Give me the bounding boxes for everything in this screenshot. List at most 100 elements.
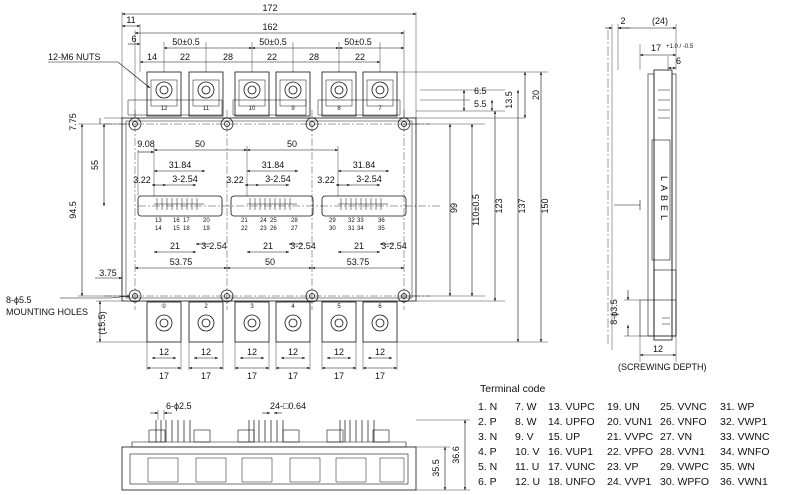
terminal-code-entry: 30. WPFO bbox=[660, 476, 710, 488]
screwing-depth-label: (SCREWING DEPTH) bbox=[618, 362, 707, 372]
pin-number: 33 bbox=[357, 218, 364, 224]
top-terminal-numbers: 12 11 10 9 8 7 bbox=[161, 106, 383, 112]
terminal-code-entry: 8. W bbox=[515, 416, 537, 428]
dim-3-2.54: 3-2.54 bbox=[172, 174, 198, 184]
pin-number: 16 bbox=[173, 218, 180, 224]
terminal-number: 9 bbox=[291, 106, 295, 112]
dim-3.22: 3.22 bbox=[133, 175, 151, 185]
terminal-code-entry: 16. VUP1 bbox=[548, 446, 593, 458]
terminal-code-title: Terminal code bbox=[480, 383, 546, 395]
terminal-number: 8 bbox=[337, 106, 341, 112]
dim-21: 21 bbox=[263, 241, 273, 251]
terminal-code-entry: 33. VWNC bbox=[720, 431, 770, 443]
dim-22: 22 bbox=[180, 52, 190, 62]
pin-number: 24 bbox=[260, 218, 267, 224]
dim-28: 28 bbox=[223, 52, 233, 62]
dim-50: 50 bbox=[287, 139, 297, 149]
terminal-code-entry: 22. VPFO bbox=[607, 446, 654, 458]
top-dimension-labels: 172 162 11 6 50±0.5 50±0.5 50±0.5 14 22 … bbox=[6, 3, 550, 381]
mounting-holes-label: MOUNTING HOLES bbox=[6, 307, 88, 317]
dim-7.75: 7.75 bbox=[68, 113, 78, 131]
side-dimensions bbox=[605, 24, 677, 362]
dim-53.75: 53.75 bbox=[170, 257, 193, 267]
dim-55: 55 bbox=[90, 160, 100, 170]
pin-number: 20 bbox=[203, 218, 210, 224]
dim-11: 11 bbox=[126, 15, 135, 25]
pin-number: 23 bbox=[260, 226, 267, 232]
dim-94.5: 94.5 bbox=[68, 201, 78, 219]
side-dimension-labels: 2 (24) 17 +1.0 / -0.5 6 12 8-ϕ3.5 (SCREW… bbox=[609, 16, 707, 372]
terminal-code-entry: 23. VP bbox=[607, 461, 639, 473]
terminal-code-entry: 1. N bbox=[478, 401, 498, 413]
terminal-number: 12 bbox=[161, 106, 168, 112]
pin-number: 19 bbox=[203, 226, 210, 232]
terminal-code-entry: 25. VVNC bbox=[660, 401, 707, 413]
terminal-number: 3 bbox=[250, 304, 254, 310]
dim-6: 6 bbox=[131, 34, 136, 44]
dim-31.84: 31.84 bbox=[262, 160, 285, 170]
terminal-code-entry: 15. UP bbox=[548, 431, 581, 443]
dim-17: 17 bbox=[247, 371, 257, 381]
dim-31.84: 31.84 bbox=[353, 160, 376, 170]
dim-22: 22 bbox=[267, 52, 277, 62]
dim-17: 17 bbox=[201, 371, 211, 381]
nuts-label: 12-M6 NUTS bbox=[48, 52, 101, 62]
terminal-code-entry: 34. WNFO bbox=[720, 446, 770, 458]
side-view bbox=[607, 30, 677, 350]
terminal-number: 10 bbox=[249, 106, 256, 112]
dim-53.75: 53.75 bbox=[347, 257, 370, 267]
terminal-code-entry: 13. VUPC bbox=[548, 401, 595, 413]
dim-123: 123 bbox=[494, 198, 504, 213]
dim-22: 22 bbox=[355, 52, 365, 62]
dim-3.75: 3.75 bbox=[99, 268, 117, 278]
top-dimensions bbox=[48, 12, 548, 370]
dim-5.5: 5.5 bbox=[474, 99, 487, 109]
dim-side-12: 12 bbox=[653, 344, 663, 354]
terminal-code-entry: 29. VWPC bbox=[660, 461, 710, 473]
dim-12: 12 bbox=[375, 347, 385, 357]
pin-number: 18 bbox=[183, 226, 190, 232]
pin-pitch-label: 6-ϕ2.5 bbox=[166, 401, 192, 411]
terminal-code-entry: 35. WN bbox=[720, 461, 756, 473]
side-holes-label: 8-ϕ3.5 bbox=[609, 299, 619, 325]
dim-21: 21 bbox=[354, 241, 364, 251]
pin-number: 27 bbox=[291, 226, 298, 232]
dim-3-2.54: 3-2.54 bbox=[265, 174, 291, 184]
pin-number: 36 bbox=[378, 218, 385, 224]
pin-number: 29 bbox=[329, 218, 336, 224]
terminal-code-entry: 4. P bbox=[478, 446, 497, 458]
terminal-code-entry: 27. VN bbox=[660, 431, 693, 443]
pin-square-label: 24-□0.64 bbox=[270, 401, 306, 411]
dim-3.22: 3.22 bbox=[317, 175, 335, 185]
terminal-code-entry: 2. P bbox=[478, 416, 497, 428]
dim-15.5: (15.5) bbox=[97, 311, 107, 335]
mounting-hole-size-label: 8-ϕ5.5 bbox=[6, 295, 32, 305]
dim-side-6: 6 bbox=[676, 56, 681, 66]
pin-number: 32 bbox=[348, 218, 355, 224]
terminal-code-entry: 9. V bbox=[515, 431, 534, 443]
dim-3-2.54: 3-2.54 bbox=[356, 174, 382, 184]
dim-12: 12 bbox=[159, 347, 169, 357]
pin-number: 25 bbox=[270, 218, 277, 224]
terminal-code-entry: 28. VVN1 bbox=[660, 446, 705, 458]
pin-number: 14 bbox=[155, 226, 162, 232]
dim-21: 21 bbox=[170, 241, 180, 251]
dim-3-2.54: 3-2.54 bbox=[381, 241, 407, 251]
dim-150: 150 bbox=[540, 198, 550, 213]
pin-number: 35 bbox=[378, 226, 385, 232]
top-terminals bbox=[146, 71, 398, 117]
dim-110: 110±0.5 bbox=[471, 194, 481, 226]
dim-17: 17 bbox=[334, 371, 344, 381]
terminal-number: 11 bbox=[203, 106, 210, 112]
terminal-code-entry: 3. N bbox=[478, 431, 498, 443]
front-dimensions bbox=[150, 410, 470, 491]
dim-3-2.54: 3-2.54 bbox=[201, 241, 227, 251]
terminal-code-entry: 10. V bbox=[515, 446, 540, 458]
terminal-code-entry: 11. U bbox=[515, 461, 540, 473]
mounting-holes bbox=[128, 117, 411, 303]
terminal-code-entry: 17. VUNC bbox=[548, 461, 596, 473]
dim-50-tol: 50±0.5 bbox=[172, 37, 199, 47]
module-outline bbox=[121, 117, 417, 302]
